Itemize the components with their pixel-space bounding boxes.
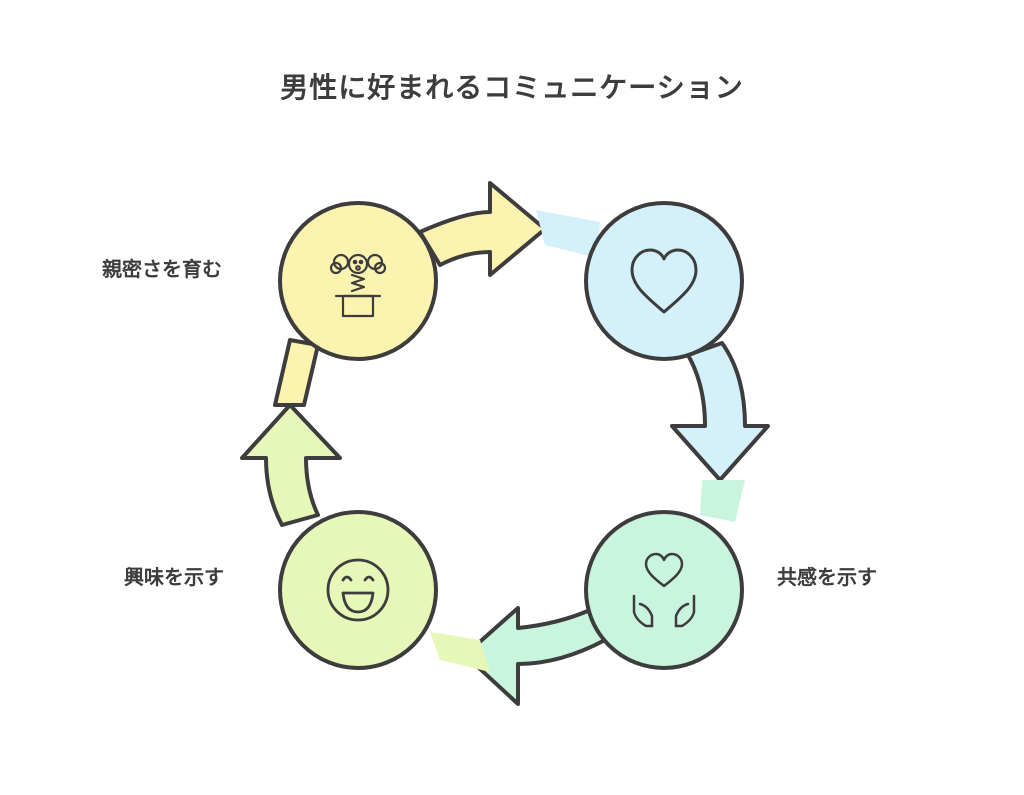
node-empathy-circle: [584, 510, 744, 670]
hands-heart-icon: [632, 552, 696, 628]
node-label-intimacy: 親密さを育む: [102, 257, 222, 281]
arrow-empathy-to-interest: [430, 606, 607, 706]
heart-icon: [630, 248, 698, 314]
arrow-care-to-empathy: [670, 341, 770, 522]
node-label-interest: 興味を示す: [124, 565, 224, 589]
arrow-intimacy-to-care: [418, 181, 600, 277]
jack-in-the-box-icon: [329, 253, 387, 318]
arrow-interest-to-intimacy: [240, 338, 342, 527]
diagram-title: 男性に好まれるコミュニケーション: [280, 71, 744, 104]
node-label-empathy: 共感を示す: [777, 565, 877, 589]
smiley-face-icon: [326, 558, 390, 622]
node-care-circle: [584, 201, 744, 361]
node-interest-circle: [278, 510, 438, 670]
